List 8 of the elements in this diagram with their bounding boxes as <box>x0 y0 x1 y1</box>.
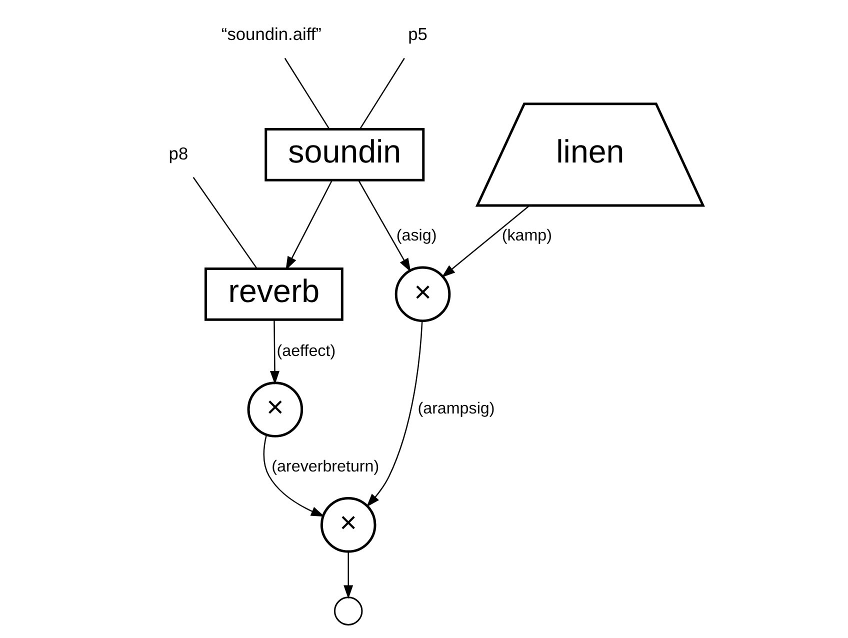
edge-label: (kamp) <box>502 226 552 245</box>
edge-label: (arampsig) <box>418 400 495 418</box>
node-text: p5 <box>408 24 428 44</box>
edge-label: (aeffect) <box>276 342 336 360</box>
node-text: “soundin.aiff” <box>221 24 322 44</box>
node-text: p8 <box>168 143 188 164</box>
edge-label: (asig) <box>396 226 437 245</box>
edge-label: (areverbreturn) <box>272 457 380 476</box>
